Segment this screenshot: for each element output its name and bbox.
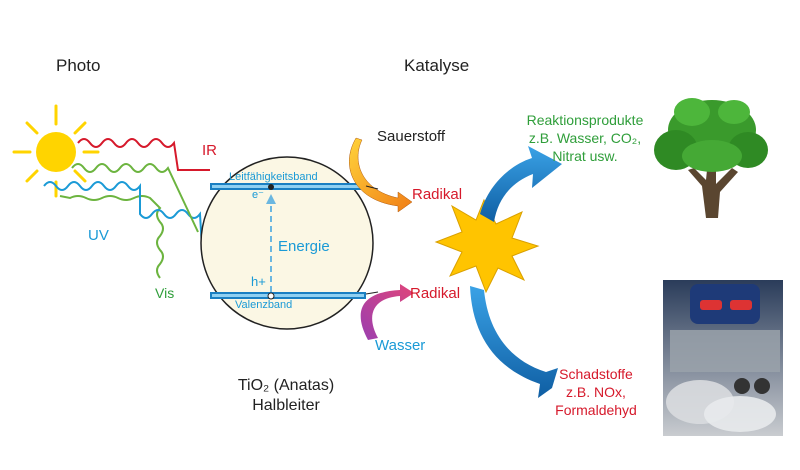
hole-dot — [267, 292, 275, 300]
katalyse-heading: Katalyse — [404, 56, 470, 75]
uv-label: UV — [88, 227, 109, 244]
tio2-label: TiO₂ (Anatas) — [237, 377, 335, 394]
valence-band-label: Valenzband — [235, 299, 293, 311]
vis-ray — [59, 195, 164, 279]
ir-label: IR — [202, 142, 217, 159]
reaction-burst-icon — [434, 198, 540, 294]
uv-ray — [43, 181, 243, 277]
electron-dot — [268, 184, 274, 190]
tio2-sphere — [200, 156, 374, 330]
radical-bottom-label: Radikal — [410, 285, 461, 302]
pollutants-arrow — [470, 286, 558, 398]
products-arrow — [480, 146, 562, 222]
pollutants-line1: Schadstoffe — [559, 366, 633, 382]
oxygen-label: Sauerstoff — [377, 128, 446, 145]
tree-icon — [654, 98, 768, 218]
pollutants-line2: z.B. NOx, — [566, 384, 626, 400]
products-line2: z.B. Wasser, CO₂, — [528, 130, 642, 146]
energy-label: Energie — [278, 238, 330, 255]
products-line3: Nitrat usw. — [552, 148, 618, 164]
electron-label: e⁻ — [252, 189, 264, 201]
water-arrow — [360, 284, 414, 340]
water-label: Wasser — [375, 337, 426, 354]
hole-label: h+ — [251, 274, 266, 289]
pollutants-line3: Formaldehyd — [555, 402, 637, 418]
vis-ray-upper — [71, 163, 199, 233]
sun-icon — [12, 104, 100, 198]
photo-heading: Photo — [56, 56, 101, 75]
conduction-band-label: Leitfähigkeitsband — [229, 171, 318, 183]
ir-ray — [77, 138, 210, 171]
oxygen-arrow — [349, 137, 413, 213]
semiconductor-label: Halbleiter — [252, 397, 320, 414]
radical-top-label: Radikal — [412, 186, 463, 203]
car-exhaust-photo — [663, 280, 783, 436]
products-line1: Reaktionsprodukte — [526, 112, 644, 128]
vis-label: Vis — [155, 285, 175, 301]
